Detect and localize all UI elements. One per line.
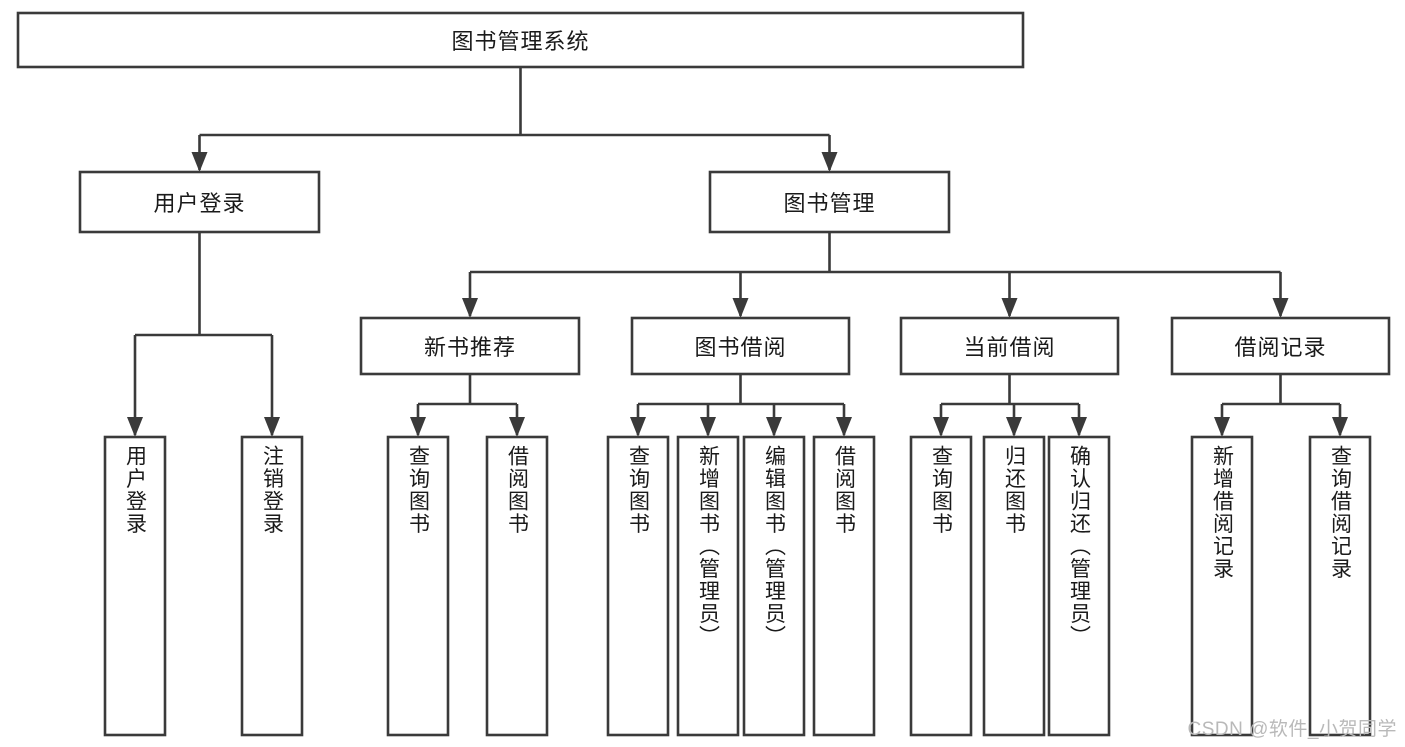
node-box-layer	[16, 11, 1391, 737]
arrow-head-icon	[766, 417, 782, 437]
node-leaf-11[interactable]	[1190, 435, 1254, 737]
node-level2-1[interactable]	[708, 170, 951, 234]
arrow-head-icon	[1006, 417, 1022, 437]
node-leaf-7[interactable]	[812, 435, 876, 737]
node-level2-0[interactable]	[78, 170, 321, 234]
arrow-head-icon	[836, 417, 852, 437]
node-leaf-2[interactable]	[386, 435, 450, 737]
arrow-head-icon	[1272, 298, 1289, 318]
arrow-head-icon	[1001, 298, 1018, 318]
node-leaf-5[interactable]	[676, 435, 740, 737]
node-level3-3[interactable]	[1170, 316, 1391, 376]
node-leaf-8[interactable]	[909, 435, 973, 737]
node-leaf-10[interactable]	[1047, 435, 1111, 737]
arrow-head-icon	[264, 417, 280, 437]
arrow-head-icon	[410, 417, 426, 437]
node-level3-2[interactable]	[899, 316, 1120, 376]
node-leaf-1[interactable]	[240, 435, 304, 737]
arrow-head-icon	[821, 152, 838, 172]
arrow-head-icon	[732, 298, 749, 318]
arrow-head-icon	[127, 417, 143, 437]
arrow-head-icon	[1214, 417, 1230, 437]
node-leaf-4[interactable]	[606, 435, 670, 737]
arrow-head-icon	[630, 417, 646, 437]
arrow-head-icon	[700, 417, 716, 437]
arrow-head-icon	[933, 417, 949, 437]
arrow-head-icon	[191, 152, 208, 172]
node-leaf-6[interactable]	[742, 435, 806, 737]
arrow-head-icon	[462, 298, 478, 318]
arrow-head-icon	[1071, 417, 1087, 437]
node-level3-1[interactable]	[630, 316, 851, 376]
node-leaf-0[interactable]	[103, 435, 167, 737]
node-level3-0[interactable]	[359, 316, 581, 376]
arrow-head-icon	[509, 417, 525, 437]
node-leaf-12[interactable]	[1308, 435, 1372, 737]
arrow-head-icon	[1332, 417, 1348, 437]
node-leaf-3[interactable]	[485, 435, 549, 737]
connector-layer	[127, 67, 1348, 437]
node-leaf-9[interactable]	[982, 435, 1046, 737]
node-root[interactable]	[16, 11, 1025, 69]
